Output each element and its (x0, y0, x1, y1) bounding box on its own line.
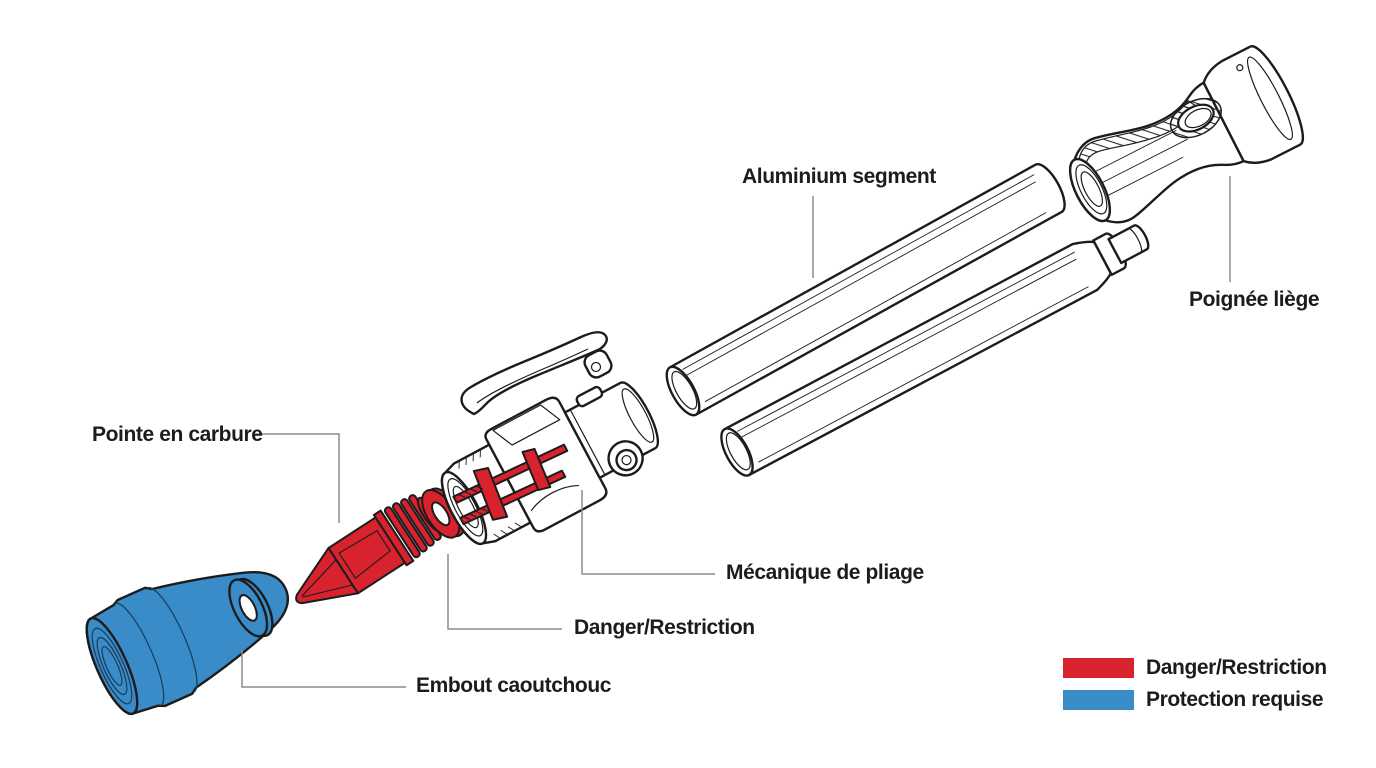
aluminium-tube-lower-part (720, 224, 1150, 477)
label-poignee-liege: Poignée liège (1189, 288, 1320, 311)
aluminium-tube-upper-part (665, 163, 1066, 417)
label-pointe-en-carbure: Pointe en carbure (92, 423, 263, 446)
red-washer-part (421, 487, 466, 539)
clip-screw (590, 361, 602, 373)
thread-ridge (383, 506, 421, 559)
legend-swatch-protection (1063, 690, 1134, 710)
leader-mecanique-de-pliage (581, 490, 715, 575)
rivet (615, 448, 638, 472)
legend-label-danger: Danger/Restriction (1146, 656, 1327, 679)
leader-pointe-en-carbure (256, 433, 340, 523)
label-danger-restriction: Danger/Restriction (574, 616, 755, 639)
legend-swatch-danger (1063, 658, 1134, 678)
clip-part (460, 331, 613, 416)
cork-handle-part (1068, 45, 1305, 224)
leader-danger-restriction (447, 554, 562, 630)
label-aluminium-segment: Aluminium segment (742, 165, 936, 188)
legend-item-protection: Protection requise (1063, 688, 1327, 711)
tip-opening-ring (91, 627, 133, 705)
connector-spigot (1107, 224, 1150, 265)
legend-item-danger: Danger/Restriction (1063, 656, 1327, 679)
label-embout-caoutchouc: Embout caoutchouc (416, 674, 612, 697)
rubber-tip-part (85, 570, 290, 716)
latch-tab (575, 385, 604, 408)
legend-label-protection: Protection requise (1146, 688, 1324, 711)
blue-washer-part (228, 577, 274, 638)
carbide-tip-part (295, 494, 443, 605)
legend: Danger/Restriction Protection requise (1063, 656, 1327, 711)
leader-embout-caoutchouc (241, 650, 406, 688)
knob-hole (1236, 64, 1244, 72)
label-mecanique-de-pliage: Mécanique de pliage (726, 561, 924, 584)
strap-hole (1177, 103, 1215, 133)
leader-lines (241, 176, 1231, 688)
folding-mechanism-part (440, 381, 660, 546)
